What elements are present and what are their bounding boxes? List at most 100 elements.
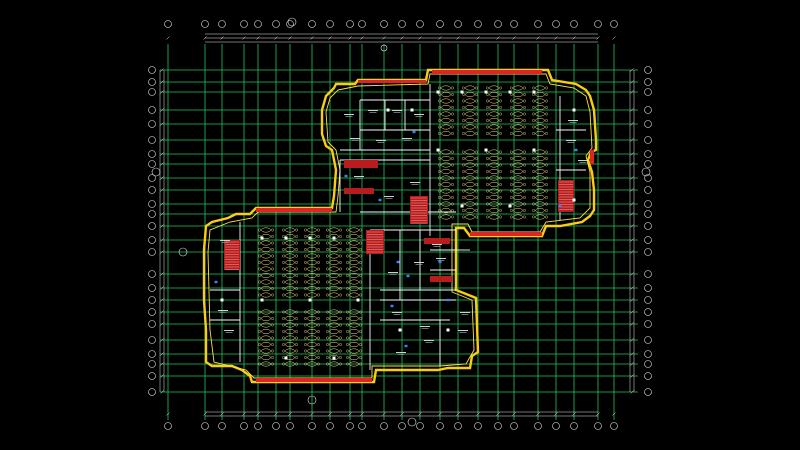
reading-desk xyxy=(261,260,271,265)
reading-desk xyxy=(465,182,475,187)
structural-column xyxy=(484,90,488,94)
chair xyxy=(339,254,342,258)
reading-desk xyxy=(349,260,359,265)
reading-desk xyxy=(349,279,359,285)
chair xyxy=(359,287,362,290)
structural-column xyxy=(332,236,336,240)
chair xyxy=(282,330,285,333)
chair xyxy=(346,362,349,366)
chair xyxy=(475,196,478,199)
chair xyxy=(346,356,349,359)
chair xyxy=(462,157,465,160)
chair xyxy=(339,280,342,284)
reading-desk xyxy=(307,240,317,246)
chair xyxy=(532,209,535,212)
chair xyxy=(510,157,513,160)
chair xyxy=(438,215,441,219)
chair xyxy=(304,310,307,314)
chair xyxy=(317,235,320,238)
grid-bubble-right xyxy=(644,296,652,304)
chair xyxy=(499,112,502,116)
chair xyxy=(499,93,502,96)
grid-bubble-bottom xyxy=(552,422,560,430)
chair xyxy=(258,274,261,277)
dimension-tick xyxy=(328,36,332,40)
reading-desk xyxy=(349,273,359,278)
reading-desk xyxy=(513,188,523,194)
grid-bubble-right xyxy=(644,360,652,368)
structural-column xyxy=(508,204,512,208)
room-label-line xyxy=(578,160,588,161)
chair xyxy=(317,254,320,258)
room-label-line xyxy=(354,176,364,177)
chair xyxy=(282,343,285,346)
dimension-tick xyxy=(630,250,634,254)
dimension-tick xyxy=(220,36,224,40)
dimension-tick xyxy=(596,412,600,416)
dimension-tick xyxy=(630,238,634,242)
dimension-tick xyxy=(160,80,164,84)
chair xyxy=(545,150,548,154)
reading-desk xyxy=(261,316,271,321)
chair xyxy=(523,99,526,103)
reading-desk xyxy=(349,309,359,315)
chair xyxy=(258,317,261,320)
grid-bubble-top xyxy=(218,20,226,28)
door-marker xyxy=(396,260,400,264)
chair xyxy=(451,163,454,167)
reading-desk xyxy=(465,85,475,91)
grid-bubble-bottom xyxy=(398,422,406,430)
reading-desk xyxy=(465,118,475,123)
chair xyxy=(438,163,441,167)
reading-desk xyxy=(261,266,271,272)
grid-bubble-left xyxy=(148,160,156,168)
chair xyxy=(295,362,298,366)
chair xyxy=(523,170,526,173)
reading-desk xyxy=(513,98,523,104)
chair xyxy=(545,157,548,160)
grid-bubble-top xyxy=(272,20,280,28)
grid-bubble-bottom xyxy=(308,422,316,430)
chair xyxy=(317,349,320,353)
grid-bubble-left xyxy=(148,320,156,328)
chair xyxy=(451,93,454,96)
chair xyxy=(451,202,454,206)
room-label-line xyxy=(410,182,420,183)
dimension-tick xyxy=(382,412,386,416)
chair xyxy=(326,323,329,327)
chair xyxy=(304,343,307,346)
door-marker xyxy=(558,204,562,208)
room-label-line xyxy=(433,246,441,247)
reading-desk xyxy=(261,247,271,252)
chair xyxy=(317,280,320,284)
room-label-line xyxy=(402,138,412,139)
chair xyxy=(545,119,548,122)
chair xyxy=(258,343,261,346)
reading-desk xyxy=(285,273,295,278)
chair xyxy=(271,280,274,284)
chair xyxy=(326,274,329,277)
dimension-tick xyxy=(203,36,207,40)
room-label-line xyxy=(224,330,234,331)
chair xyxy=(282,356,285,359)
chair xyxy=(258,235,261,238)
chair xyxy=(486,163,489,167)
chair xyxy=(486,189,489,193)
chair xyxy=(304,228,307,232)
chair xyxy=(510,112,513,116)
grid-bubble-left xyxy=(148,136,156,144)
chair xyxy=(346,228,349,232)
chair xyxy=(317,241,320,245)
chair xyxy=(510,163,513,167)
chair xyxy=(532,215,535,219)
chair xyxy=(451,215,454,219)
reading-desk xyxy=(535,118,545,123)
room-label-line xyxy=(225,332,233,333)
chair xyxy=(339,228,342,232)
reading-desk xyxy=(285,286,295,291)
chair xyxy=(271,323,274,327)
grid-bubble-top xyxy=(454,20,462,28)
dimension-tick xyxy=(242,36,246,40)
dimension-tick xyxy=(630,362,634,366)
reading-desk xyxy=(349,355,359,360)
